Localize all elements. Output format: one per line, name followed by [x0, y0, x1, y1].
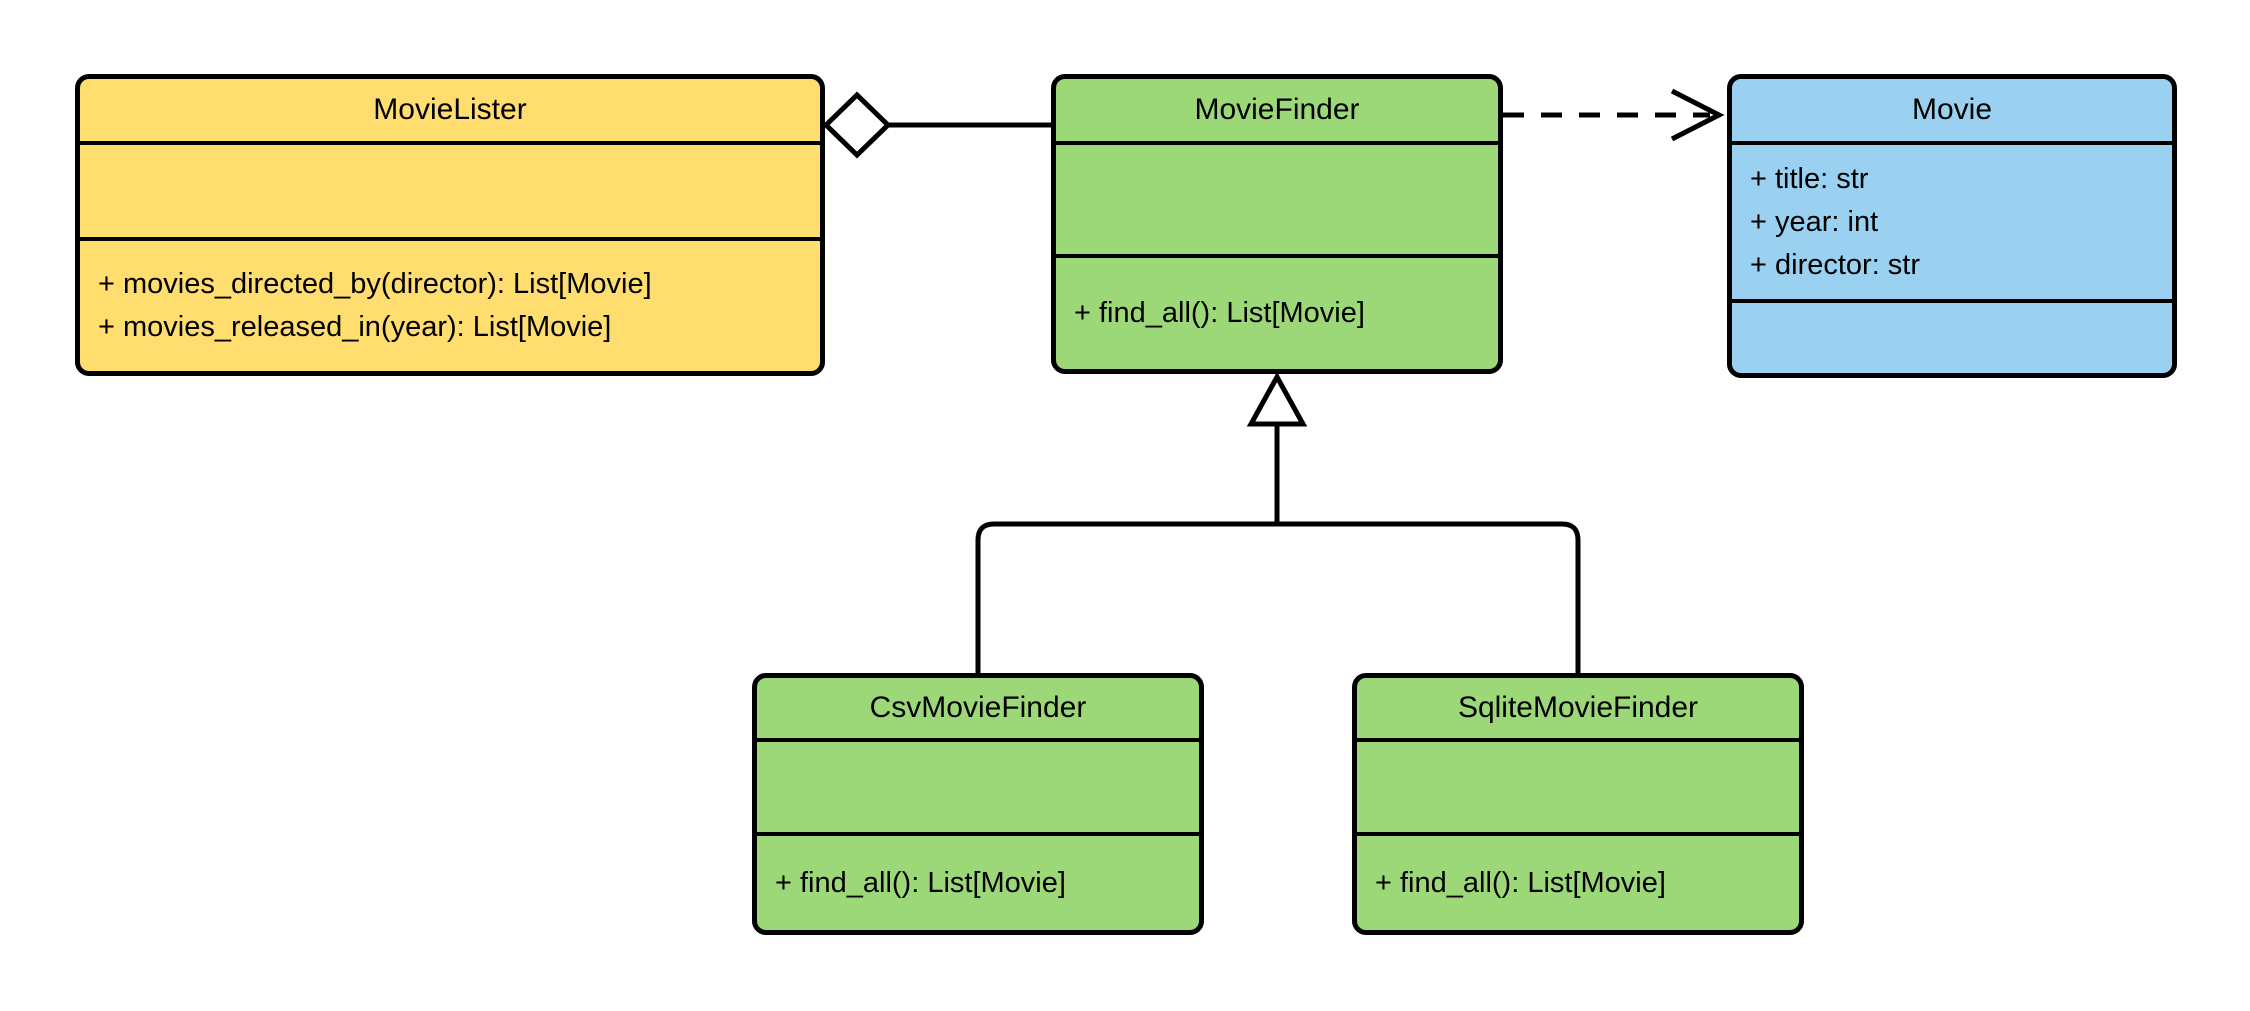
class-box-moviefinder: MovieFinder + find_all(): List[Movie] — [1051, 74, 1503, 374]
generalization-branch-line — [975, 521, 1581, 673]
class-title-compartment: SqliteMovieFinder — [1357, 678, 1799, 742]
class-methods-compartment: + find_all(): List[Movie] — [1357, 836, 1799, 930]
class-name: SqliteMovieFinder — [1457, 691, 1699, 724]
class-box-movie: Movie + title: str + year: int + directo… — [1727, 74, 2177, 378]
class-name: MovieFinder — [1194, 93, 1360, 126]
class-title-compartment: CsvMovieFinder — [757, 678, 1199, 742]
class-title-compartment: MovieFinder — [1056, 79, 1498, 145]
dependency-arrowhead-icon — [1670, 88, 1725, 142]
class-box-csvmoviefinder: CsvMovieFinder + find_all(): List[Movie] — [752, 673, 1204, 935]
class-box-sqlitemoviefinder: SqliteMovieFinder + find_all(): List[Mov… — [1352, 673, 1804, 935]
aggregation-diamond-icon — [822, 91, 892, 159]
class-attributes-compartment — [80, 145, 820, 241]
class-attributes-compartment — [757, 742, 1199, 836]
class-title-compartment: Movie — [1732, 79, 2172, 145]
attribute-label: + year: int — [1750, 205, 1879, 238]
method-label: + movies_directed_by(director): List[Mov… — [98, 268, 652, 300]
class-methods-compartment — [1732, 303, 2172, 373]
class-attributes-compartment: + title: str + year: int + director: str — [1732, 145, 2172, 303]
class-name: Movie — [1911, 93, 1993, 126]
class-title-compartment: MovieLister — [80, 79, 820, 145]
class-attributes-compartment — [1056, 145, 1498, 258]
attribute-label: + director: str — [1750, 248, 1921, 281]
class-methods-compartment: + movies_directed_by(director): List[Mov… — [80, 241, 820, 371]
class-name: MovieLister — [373, 93, 527, 126]
attribute-label: + title: str — [1750, 162, 1869, 195]
class-box-movielister: MovieLister + movies_directed_by(directo… — [75, 74, 825, 376]
class-attributes-compartment — [1357, 742, 1799, 836]
generalization-triangle-icon — [1246, 371, 1308, 427]
method-label: + find_all(): List[Movie] — [775, 866, 1066, 899]
class-methods-compartment: + find_all(): List[Movie] — [757, 836, 1199, 930]
class-name: CsvMovieFinder — [869, 691, 1087, 724]
class-methods-compartment: + find_all(): List[Movie] — [1056, 258, 1498, 369]
method-label: + find_all(): List[Movie] — [1074, 297, 1365, 329]
method-label: + movies_released_in(year): List[Movie] — [98, 311, 612, 343]
method-label: + find_all(): List[Movie] — [1375, 866, 1666, 899]
